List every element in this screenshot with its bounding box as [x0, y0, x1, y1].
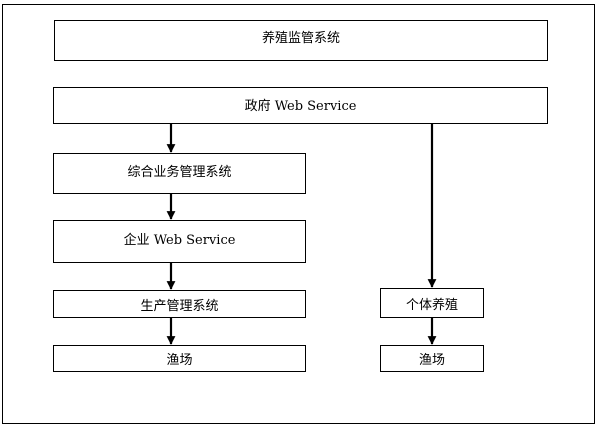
- node-production-management-system-label: 生产管理系统: [140, 298, 219, 314]
- node-business-management-system-label: 综合业务管理系统: [127, 165, 232, 180]
- node-enterprise-web-service: 企业 Web Service: [53, 220, 306, 263]
- node-enterprise-web-service-label: 企业 Web Service: [123, 233, 236, 248]
- node-fishery-left: 渔场: [53, 345, 306, 372]
- node-fishery-right: 渔场: [380, 345, 484, 372]
- node-gov-web-service-label: 政府 Web Service: [244, 99, 357, 114]
- node-production-management-system: 生产管理系统: [53, 290, 306, 318]
- node-individual-farming: 个体养殖: [380, 288, 484, 318]
- node-business-management-system: 综合业务管理系统: [53, 153, 306, 194]
- node-title-label: 养殖监管系统: [261, 31, 340, 46]
- node-individual-farming-label: 个体养殖: [405, 297, 458, 313]
- diagram-frame: [2, 4, 595, 424]
- node-fishery-left-label: 渔场: [166, 353, 193, 368]
- node-fishery-right-label: 渔场: [418, 353, 445, 368]
- node-title: 养殖监管系统: [54, 20, 548, 61]
- node-gov-web-service: 政府 Web Service: [53, 87, 548, 124]
